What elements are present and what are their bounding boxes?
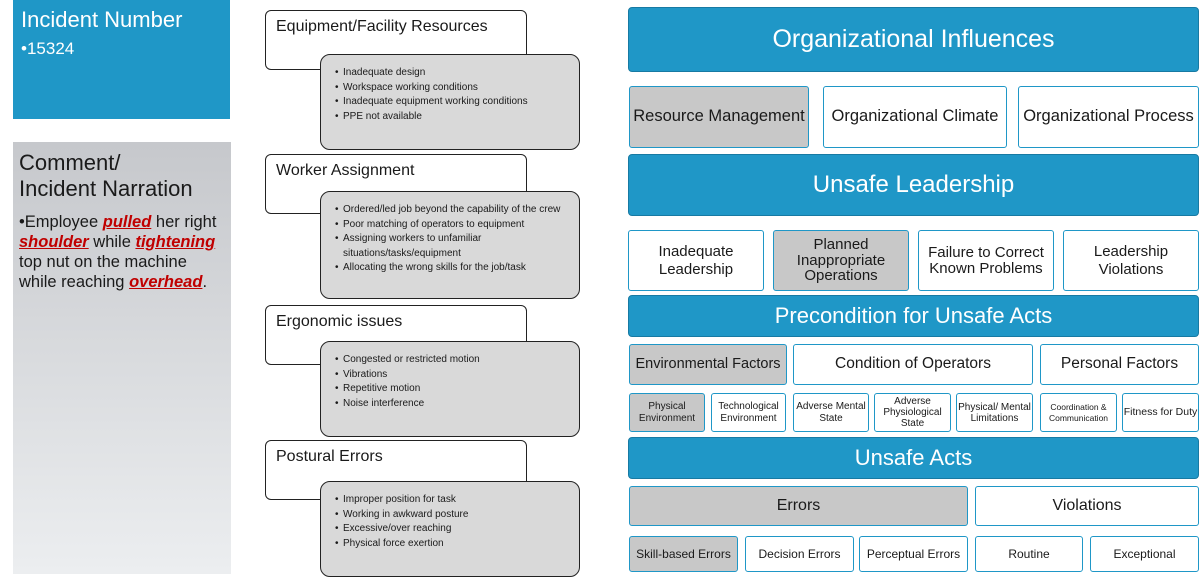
incident-narration-panel: Comment/ Incident Narration •Employee pu… — [13, 142, 231, 574]
box-physical-mental-limitations: Physical/ Mental Limitations — [956, 393, 1033, 432]
narration-part: top nut on the machine while reaching — [19, 253, 187, 291]
box-label: Condition of Operators — [835, 355, 991, 373]
box-fitness-for-duty: Fitness for Duty — [1122, 393, 1199, 432]
box-label: Routine — [1008, 546, 1050, 561]
category-item: Vibrations — [335, 368, 571, 383]
box-adverse-physiological-state: Adverse Physiological State — [874, 393, 951, 432]
box-environmental-factors: Environmental Factors — [629, 344, 787, 385]
box-label: Failure to Correct Known Problems — [928, 243, 1044, 277]
box-label: Leadership Violations — [1093, 242, 1169, 278]
box-exceptional: Exceptional — [1090, 536, 1199, 572]
box-label: Physical/ Mental Limitations — [958, 401, 1031, 424]
tier-title: Precondition for Unsafe Acts — [774, 303, 1053, 328]
narration-part: her right — [151, 213, 217, 231]
category-item: Inadequate design — [335, 66, 571, 81]
tier-title: Organizational Influences — [772, 25, 1055, 53]
box-label: Violations — [1052, 497, 1122, 515]
category-title: Postural Errors — [276, 448, 383, 465]
box-label: Resource Management — [633, 107, 805, 126]
box-errors: Errors — [629, 486, 968, 526]
box-label: Personal Factors — [1060, 355, 1179, 373]
box-label: Adverse Mental State — [796, 400, 866, 424]
category-item: Physical force exertion — [335, 537, 571, 552]
narration-keyword: overhead — [129, 273, 203, 291]
tier-unsafe-acts: Unsafe Acts — [628, 437, 1199, 479]
box-label: Technological Environment — [718, 400, 779, 424]
narration-part: while — [88, 233, 136, 251]
category-item: Excessive/over reaching — [335, 522, 571, 537]
narration-keyword: pulled — [102, 213, 152, 231]
narration-part: . — [202, 273, 208, 291]
box-label: Organizational Climate — [831, 107, 999, 126]
box-label: Physical Environment — [638, 400, 696, 424]
box-organizational-process: Organizational Process — [1018, 86, 1199, 148]
box-coordination-communication: Coordination & Communication — [1040, 393, 1117, 432]
box-label: Fitness for Duty — [1123, 406, 1198, 419]
tier-organizational-influences: Organizational Influences — [628, 7, 1199, 72]
narration-part: •Employee — [19, 213, 103, 231]
category-item: Noise interference — [335, 397, 571, 412]
category-item: Working in awkward posture — [335, 508, 571, 523]
category-item: Workspace working conditions — [335, 81, 571, 96]
tier-unsafe-leadership: Unsafe Leadership — [628, 154, 1199, 216]
category-item: Ordered/led job beyond the capability of… — [335, 203, 571, 218]
box-label: Organizational Process — [1023, 107, 1194, 126]
box-planned-inappropriate-operations: Planned Inappropriate Operations — [773, 230, 909, 291]
category-item: Assigning workers to unfamiliar situatio… — [335, 232, 571, 261]
box-organizational-climate: Organizational Climate — [823, 86, 1007, 148]
category-item: Repetitive motion — [335, 382, 571, 397]
box-skill-based-errors: Skill-based Errors — [629, 536, 738, 572]
box-inadequate-leadership: Inadequate Leadership — [628, 230, 764, 291]
box-label: Exceptional — [1113, 546, 1176, 561]
box-routine: Routine — [975, 536, 1083, 572]
box-condition-of-operators: Condition of Operators — [793, 344, 1033, 385]
box-physical-environment: Physical Environment — [629, 393, 705, 432]
box-label: Environmental Factors — [635, 356, 781, 373]
tier-title: Unsafe Acts — [854, 445, 973, 470]
box-label: Planned Inappropriate Operations — [796, 235, 886, 285]
category-title: Worker Assignment — [276, 162, 415, 179]
box-adverse-mental-state: Adverse Mental State — [793, 393, 869, 432]
incident-narration-text: •Employee pulled her right shoulder whil… — [19, 212, 225, 292]
category-item: Improper position for task — [335, 493, 571, 508]
narration-keyword: tightening — [135, 233, 216, 251]
category-title: Equipment/Facility Resources — [276, 18, 488, 35]
box-personal-factors: Personal Factors — [1040, 344, 1199, 385]
box-failure-to-correct-known-problems: Failure to Correct Known Problems — [918, 230, 1054, 291]
tier-title: Unsafe Leadership — [812, 171, 1015, 198]
incident-narration-title: Comment/ Incident Narration — [19, 150, 225, 202]
category-item: Congested or restricted motion — [335, 353, 571, 368]
incident-number-panel: Incident Number •15324 — [13, 0, 230, 119]
box-technological-environment: Technological Environment — [711, 393, 786, 432]
tier-precondition-for-unsafe-acts: Precondition for Unsafe Acts — [628, 295, 1199, 337]
box-label: Decision Errors — [758, 546, 841, 561]
box-decision-errors: Decision Errors — [745, 536, 854, 572]
category-items-worker-assignment: Ordered/led job beyond the capability of… — [320, 191, 580, 299]
narration-keyword: shoulder — [19, 233, 89, 251]
box-resource-management: Resource Management — [629, 86, 809, 148]
box-label: Adverse Physiological State — [883, 396, 942, 429]
box-label: Errors — [776, 497, 821, 515]
category-item: Inadequate equipment working conditions — [335, 95, 571, 110]
box-label: Skill-based Errors — [636, 546, 731, 561]
incident-narration-title-line1: Comment/ — [19, 150, 121, 175]
category-item: Allocating the wrong skills for the job/… — [335, 261, 571, 276]
category-item: Poor matching of operators to equipment — [335, 218, 571, 233]
category-item: PPE not available — [335, 110, 571, 125]
box-leadership-violations: Leadership Violations — [1063, 230, 1199, 291]
incident-number-value: •15324 — [21, 39, 75, 58]
category-items-postural-errors: Improper position for task Working in aw… — [320, 481, 580, 577]
box-label: Perceptual Errors — [866, 546, 961, 561]
category-items-equipment-facility: Inadequate design Workspace working cond… — [320, 54, 580, 150]
category-items-ergonomic-issues: Congested or restricted motion Vibration… — [320, 341, 580, 437]
incident-narration-title-line2: Incident Narration — [19, 176, 193, 201]
box-violations: Violations — [975, 486, 1199, 526]
box-label: Inadequate Leadership — [658, 242, 734, 278]
incident-number-title: Incident Number — [21, 7, 183, 32]
category-title: Ergonomic issues — [276, 313, 403, 330]
box-label: Coordination & Communication — [1048, 402, 1109, 423]
box-perceptual-errors: Perceptual Errors — [859, 536, 968, 572]
